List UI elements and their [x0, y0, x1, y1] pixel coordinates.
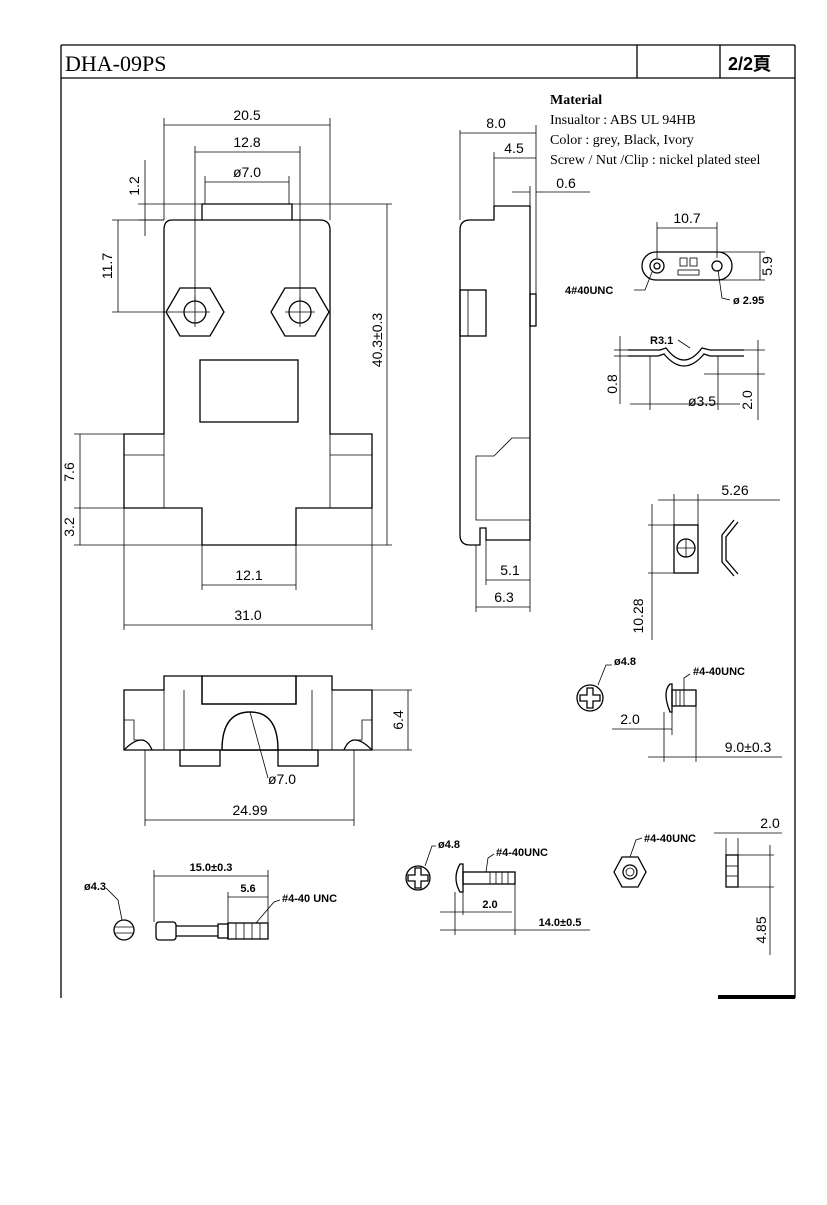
small-clip: 5.26 10.28 [630, 482, 780, 640]
jackscrew-head: ø4.3 [84, 881, 106, 893]
long-screw-head: ø4.8 [438, 839, 460, 851]
dim-clip-dia: ø3.5 [688, 393, 716, 409]
dim-5-1: 5.1 [500, 562, 520, 578]
side-view: 8.0 4.5 0.6 5.1 6.3 [459, 115, 590, 612]
dim-10-28: 10.28 [630, 598, 646, 633]
dim-20-5: 20.5 [233, 107, 260, 123]
part-number: DHA-09PS [65, 51, 166, 76]
dim-12-8: 12.8 [233, 134, 260, 150]
material-line-1: Insualtor : ABS UL 94HB [550, 113, 696, 128]
dim-6-4: 6.4 [390, 710, 406, 730]
jackscrew: ø4.3 15.0±0.3 5.6 #4-40 UNC [84, 862, 337, 941]
material-notes: Material Insualtor : ABS UL 94HB Color :… [550, 93, 760, 168]
dim-6-3: 6.3 [494, 589, 514, 605]
dim-11-7: 11.7 [99, 253, 115, 279]
dim-7-6: 7.6 [61, 462, 77, 482]
front-view: 20.5 12.8 ø7.0 1.2 11.7 40.3±0.3 7.6 3.2 [61, 107, 392, 630]
nut-thread: #4-40UNC [644, 833, 696, 845]
clip-thread: 4#40UNC [565, 285, 613, 297]
dim-jackscrew-len: 15.0±0.3 [190, 862, 233, 874]
dim-1-2: 1.2 [126, 176, 142, 196]
short-screw: ø4.8 #4-40UNC 2.0 9.0±0.3 [576, 656, 782, 762]
material-line-3: Screw / Nut /Clip : nickel plated steel [550, 153, 760, 168]
short-screw-thread: #4-40UNC [693, 666, 745, 678]
bottom-view: 6.4 ø7.0 24.99 [123, 675, 412, 826]
jackscrew-thread: #4-40 UNC [282, 893, 337, 905]
dim-0-6: 0.6 [556, 175, 576, 191]
dim-8-0: 8.0 [486, 115, 506, 131]
material-line-2: Color : grey, Black, Ivory [550, 133, 694, 148]
dim-nut-thick: 2.0 [760, 815, 780, 831]
dim-nut-width: 4.85 [753, 916, 769, 943]
dim-short-head: 2.0 [620, 711, 640, 727]
dim-length: 40.3±0.3 [369, 313, 385, 368]
page-number: 2/2頁 [728, 54, 771, 74]
short-screw-head: ø4.8 [614, 656, 636, 668]
clip-top-view: 10.7 5.9 4#40UNC ø 2.95 [565, 210, 775, 307]
nut: #4-40UNC 2.0 4.85 [613, 815, 782, 955]
title-block: DHA-09PS 2/2頁 [60, 44, 796, 999]
dim-long-head: 2.0 [482, 899, 497, 911]
material-title: Material [550, 93, 602, 108]
dim-31-0: 31.0 [234, 607, 261, 623]
dim-3-2: 3.2 [61, 517, 77, 537]
long-screw-thread: #4-40UNC [496, 847, 548, 859]
dim-bottom-cable: ø7.0 [268, 771, 296, 787]
dim-5-9: 5.9 [759, 256, 775, 276]
dim-long-len: 14.0±0.5 [539, 917, 582, 929]
dim-5-26: 5.26 [721, 482, 748, 498]
clip-side-view: 0.8 R3.1 ø3.5 2.0 [604, 335, 765, 420]
dim-jackscrew-thread: 5.6 [240, 883, 255, 895]
clip-radius: R3.1 [650, 335, 673, 347]
dim-short-len: 9.0±0.3 [725, 739, 772, 755]
dim-0-8: 0.8 [604, 374, 620, 394]
dim-12-1: 12.1 [235, 567, 262, 583]
dim-cable-dia: ø7.0 [233, 164, 261, 180]
long-screw: ø4.8 #4-40UNC 2.0 14.0±0.5 [405, 839, 590, 935]
dim-10-7: 10.7 [673, 210, 700, 226]
dim-24-99: 24.99 [232, 802, 267, 818]
clip-hole: ø 2.95 [733, 295, 764, 307]
dim-clip-2-0: 2.0 [739, 390, 755, 410]
dim-4-5: 4.5 [504, 140, 524, 156]
